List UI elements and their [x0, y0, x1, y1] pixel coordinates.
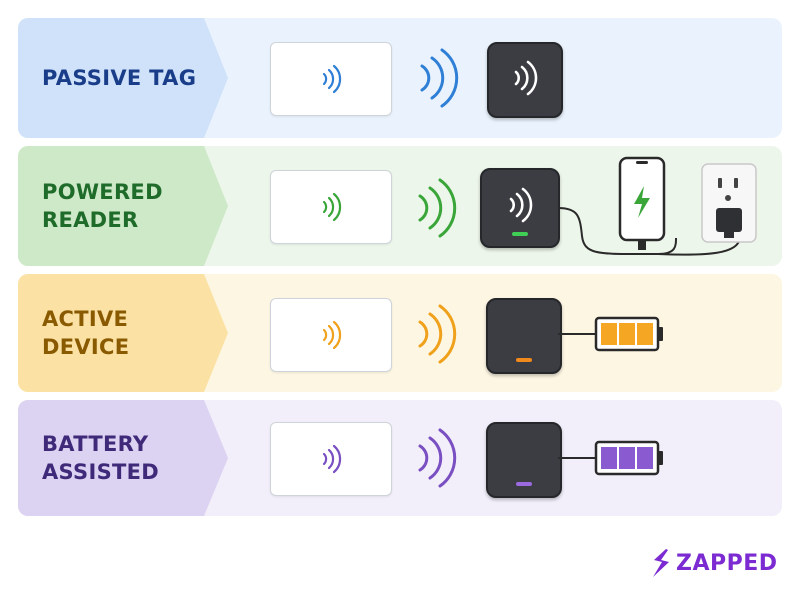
signal-waves-icon — [418, 178, 457, 238]
contactless-icon — [322, 320, 342, 350]
tag-card — [270, 42, 392, 116]
contactless-icon — [509, 187, 533, 223]
signal-waves-icon — [418, 304, 457, 364]
label-line-1: PASSIVE TAG — [42, 66, 197, 90]
tag-card — [270, 422, 392, 496]
contactless-icon — [322, 444, 342, 474]
row-background — [18, 18, 782, 138]
tag-card — [270, 298, 392, 372]
status-led — [516, 482, 532, 486]
row-passive-tag: PASSIVE TAG — [18, 18, 782, 138]
brand-name: ZAPPED — [676, 550, 778, 576]
label-line-2: DEVICE — [42, 335, 130, 359]
lightning-s-icon — [653, 549, 669, 577]
reader-device — [487, 42, 563, 118]
label-line-2: READER — [42, 208, 139, 232]
label-line-1: POWERED — [42, 180, 163, 204]
row-label: ACTIVE DEVICE — [42, 274, 129, 392]
active-device — [486, 298, 562, 374]
label-line-1: ACTIVE — [42, 307, 129, 331]
status-led — [512, 232, 528, 236]
label-line-2: ASSISTED — [42, 460, 159, 484]
row-powered-reader: POWERED READER — [18, 146, 782, 266]
tag-card — [270, 170, 392, 244]
brand-logo: ZAPPED — [650, 548, 778, 578]
battery-icon — [558, 316, 663, 352]
signal-waves-icon — [418, 428, 457, 488]
contactless-icon — [514, 60, 538, 96]
row-active-device: ACTIVE DEVICE — [18, 274, 782, 392]
row-label: BATTERY ASSISTED — [42, 400, 159, 516]
power-cable-and-accessories — [558, 156, 757, 256]
row-label: POWERED READER — [42, 146, 163, 266]
signal-waves-icon — [420, 48, 459, 108]
contactless-icon — [322, 192, 342, 222]
row-label: PASSIVE TAG — [42, 18, 196, 138]
wall-outlet-icon — [701, 163, 757, 243]
status-led — [516, 358, 532, 362]
contactless-icon — [322, 64, 342, 94]
row-battery-assisted: BATTERY ASSISTED — [18, 400, 782, 516]
battery-assisted-device — [486, 422, 562, 498]
smartphone-icon — [618, 156, 666, 250]
reader-device — [480, 168, 560, 248]
label-line-1: BATTERY — [42, 432, 149, 456]
battery-icon — [558, 440, 663, 476]
